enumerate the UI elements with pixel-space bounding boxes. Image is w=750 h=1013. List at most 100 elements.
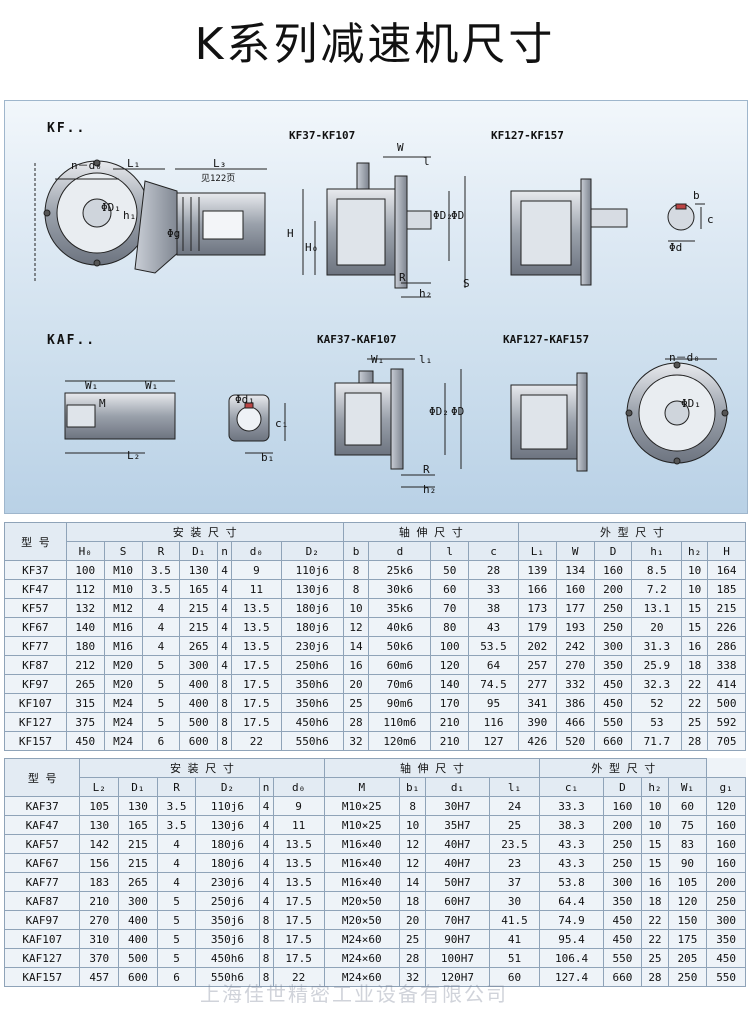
table-cell: 315: [65, 693, 105, 713]
table-cell: 13.1: [631, 598, 683, 618]
table-cell: 300: [179, 655, 219, 675]
table-cell: 20: [342, 674, 370, 694]
table-cell: 106.4: [539, 948, 604, 968]
table-cell: 17.5: [230, 693, 282, 713]
label-W1-right: W₁: [145, 379, 159, 392]
group-header: 轴 伸 尺 寸: [342, 522, 519, 542]
table-cell: 40H7: [425, 853, 490, 873]
table-cell: 4: [156, 853, 197, 873]
table-cell: 8: [342, 579, 370, 599]
table-cell: 210: [430, 731, 470, 751]
table-cell: 50k6: [368, 636, 432, 656]
table-cell: 12: [398, 834, 427, 854]
label-ref-page: 见122页: [201, 174, 236, 184]
table-group-header: 型 号安 装 尺 寸轴 伸 尺 寸外 型 尺 寸: [4, 522, 747, 561]
model-cell: KF97: [4, 674, 67, 694]
table-cell: 20: [631, 617, 683, 637]
table-cell: 38: [468, 598, 519, 618]
table-cell: 8.5: [631, 560, 683, 580]
table-cell: 4: [141, 617, 181, 637]
table-cell: M10×25: [323, 815, 400, 835]
table-cell: 120: [667, 891, 708, 911]
table-cell: M20×50: [323, 910, 400, 930]
label-kaf-W1: W₁: [371, 353, 385, 366]
table-cell: 160: [555, 579, 595, 599]
kf-small-view: [302, 156, 466, 298]
table-cell: 170: [430, 693, 470, 713]
table-cell: 53.5: [468, 636, 519, 656]
table-cell: M16: [103, 636, 143, 656]
table-cell: 28: [342, 712, 370, 732]
table-cell: 32: [342, 731, 370, 751]
table-cell: 426: [517, 731, 557, 751]
table-cell: M16×40: [323, 872, 400, 892]
kf-series-label: KF..: [47, 121, 87, 136]
table-cell: 127.4: [539, 967, 604, 987]
table-cell: 15: [681, 598, 709, 618]
table-cell: 550h6: [195, 967, 260, 987]
table-cell: 25: [398, 929, 427, 949]
table-cell: 250: [593, 617, 633, 637]
label-l1: l₁: [419, 353, 433, 366]
table-cell: 53: [631, 712, 683, 732]
table-cell: M10×25: [323, 796, 400, 816]
table-cell: 70H7: [425, 910, 490, 930]
table-cell: 22: [641, 910, 669, 930]
kaf-side-view: [64, 380, 286, 454]
table-cell: 450: [65, 731, 105, 751]
table-cell: 200: [593, 579, 633, 599]
table-cell: M16×40: [323, 853, 400, 873]
table-cell: 13.5: [230, 617, 282, 637]
table-cell: 9: [272, 796, 325, 816]
table-cell: 60: [667, 796, 708, 816]
table-cell: 350h6: [280, 693, 344, 713]
table-cell: 8: [342, 560, 370, 580]
column-header: L₁: [517, 541, 557, 561]
column-header: D₁: [118, 777, 158, 797]
table-cell: 8: [258, 929, 274, 949]
table-cell: 160: [706, 834, 746, 854]
table-cell: 370: [79, 948, 120, 968]
column-header: n: [258, 777, 274, 797]
table-cell: 250: [593, 598, 633, 618]
table-cell: 90m6: [368, 693, 432, 713]
table-cell: 25: [342, 693, 370, 713]
table-cell: 127: [468, 731, 519, 751]
table-cell: 43.3: [539, 834, 604, 854]
table-cell: 200: [602, 815, 643, 835]
column-header: D: [593, 541, 633, 561]
table-cell: 4: [258, 815, 274, 835]
model-cell: KF37: [4, 560, 67, 580]
table-cell: 43.3: [539, 853, 604, 873]
table-cell: 132: [65, 598, 105, 618]
table-cell: 705: [707, 731, 746, 751]
table-cell: 90H7: [425, 929, 490, 949]
model-cell: KF157: [4, 731, 67, 751]
table-cell: 15: [641, 853, 669, 873]
table-cell: 28: [681, 731, 709, 751]
table-cell: 160: [593, 560, 633, 580]
table-cell: 8: [258, 948, 274, 968]
table-cell: 450: [593, 693, 633, 713]
model-cell: KAF57: [3, 834, 81, 854]
table-cell: 390: [517, 712, 557, 732]
table-cell: M10: [103, 579, 143, 599]
table-cell: 550: [593, 712, 633, 732]
table-cell: 13.5: [230, 636, 282, 656]
table-cell: 4: [156, 834, 197, 854]
label-D2: ΦD₂: [433, 209, 453, 222]
table-cell: 185: [707, 579, 746, 599]
model-cell: KF107: [4, 693, 67, 713]
table-group-header: 型 号安 装 尺 寸轴 伸 尺 寸外 型 尺 寸: [3, 758, 746, 797]
table-cell: 156: [79, 853, 120, 873]
table-cell: 175: [667, 929, 708, 949]
table-cell: 500: [118, 948, 158, 968]
table-cell: 164: [707, 560, 746, 580]
table-cell: 450: [602, 929, 643, 949]
table-cell: 18: [641, 891, 669, 911]
